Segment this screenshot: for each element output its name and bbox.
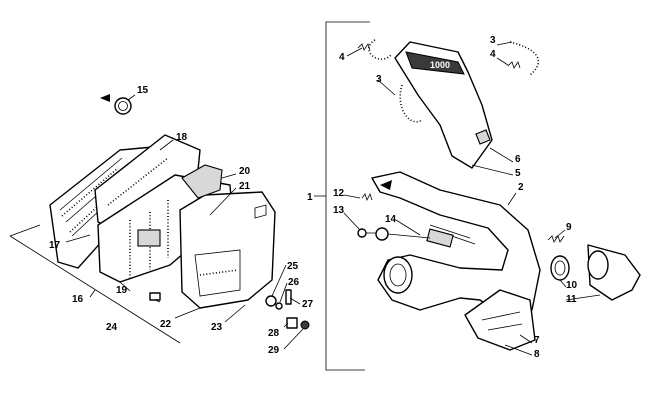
pipe-inlet-end [383,256,413,294]
heat-patch [181,164,223,199]
callout-24: 24 [106,322,118,333]
leader-lines [65,41,601,356]
callout-2: 2 [518,182,524,193]
small-spring-right [507,61,521,69]
arrow-marker-left [100,94,110,102]
callout-21: 21 [239,181,251,192]
sensor-plug [357,228,367,238]
callout-4-right: 4 [490,49,496,60]
callout-18: 18 [176,132,188,143]
callout-22: 22 [160,319,172,330]
callout-16: 16 [72,294,84,305]
arrow-marker-right [380,180,392,190]
washer [265,295,277,307]
shield-logo-band [405,51,465,75]
spring-top-right [509,41,540,76]
sensor-clamp [375,227,389,241]
exhaust-pipe-assembly: 1000 [325,21,641,371]
small-spring-left [357,43,371,51]
gasket-ring [114,97,132,115]
heat-shield [394,41,493,169]
sensor-boss [426,228,454,248]
callout-6: 6 [515,154,521,165]
sensor-spring [361,192,373,202]
callout-12: 12 [333,188,345,199]
callout-3-left: 3 [376,74,382,85]
grommet [275,302,283,310]
muffler-port [137,229,161,247]
drain-fitting [149,292,161,301]
callout-3-right: 3 [490,35,496,46]
front-muffler-shell [179,191,276,309]
callout-10: 10 [566,280,578,291]
callout-28: 28 [268,328,280,339]
callout-15: 15 [137,85,149,96]
manifold-gasket [550,255,570,281]
expansion-chamber [371,171,541,319]
callout-25: 25 [287,261,299,272]
callout-4-left: 4 [339,52,345,63]
spacer [286,317,298,329]
bracket-16-tick [9,224,41,237]
pipe-spring [547,235,565,243]
callout-8: 8 [534,349,540,360]
callout-26: 26 [288,277,300,288]
pin [285,289,292,305]
callout-labels: 1 2 3 3 4 4 5 6 7 8 9 10 11 12 13 14 15 … [49,35,578,360]
callout-23: 23 [211,322,223,333]
shield-logo-text: 1000 [430,60,450,70]
callout-11: 11 [566,294,577,305]
callout-1: 1 [307,192,313,203]
lower-heat-shield [464,289,536,351]
callout-9: 9 [566,222,572,233]
spring-top-left [368,39,393,60]
callout-5: 5 [515,168,521,179]
callout-29: 29 [268,345,280,356]
callout-17: 17 [49,240,61,251]
callout-20: 20 [239,166,251,177]
callout-13: 13 [333,205,345,216]
shield-badge [475,129,491,145]
callout-19: 19 [116,285,128,296]
callout-27: 27 [302,299,314,310]
bracket-16-line [9,235,181,344]
muffler-assembly [9,94,310,344]
callout-14: 14 [385,214,397,225]
callout-7: 7 [534,335,540,346]
nut [300,320,310,330]
